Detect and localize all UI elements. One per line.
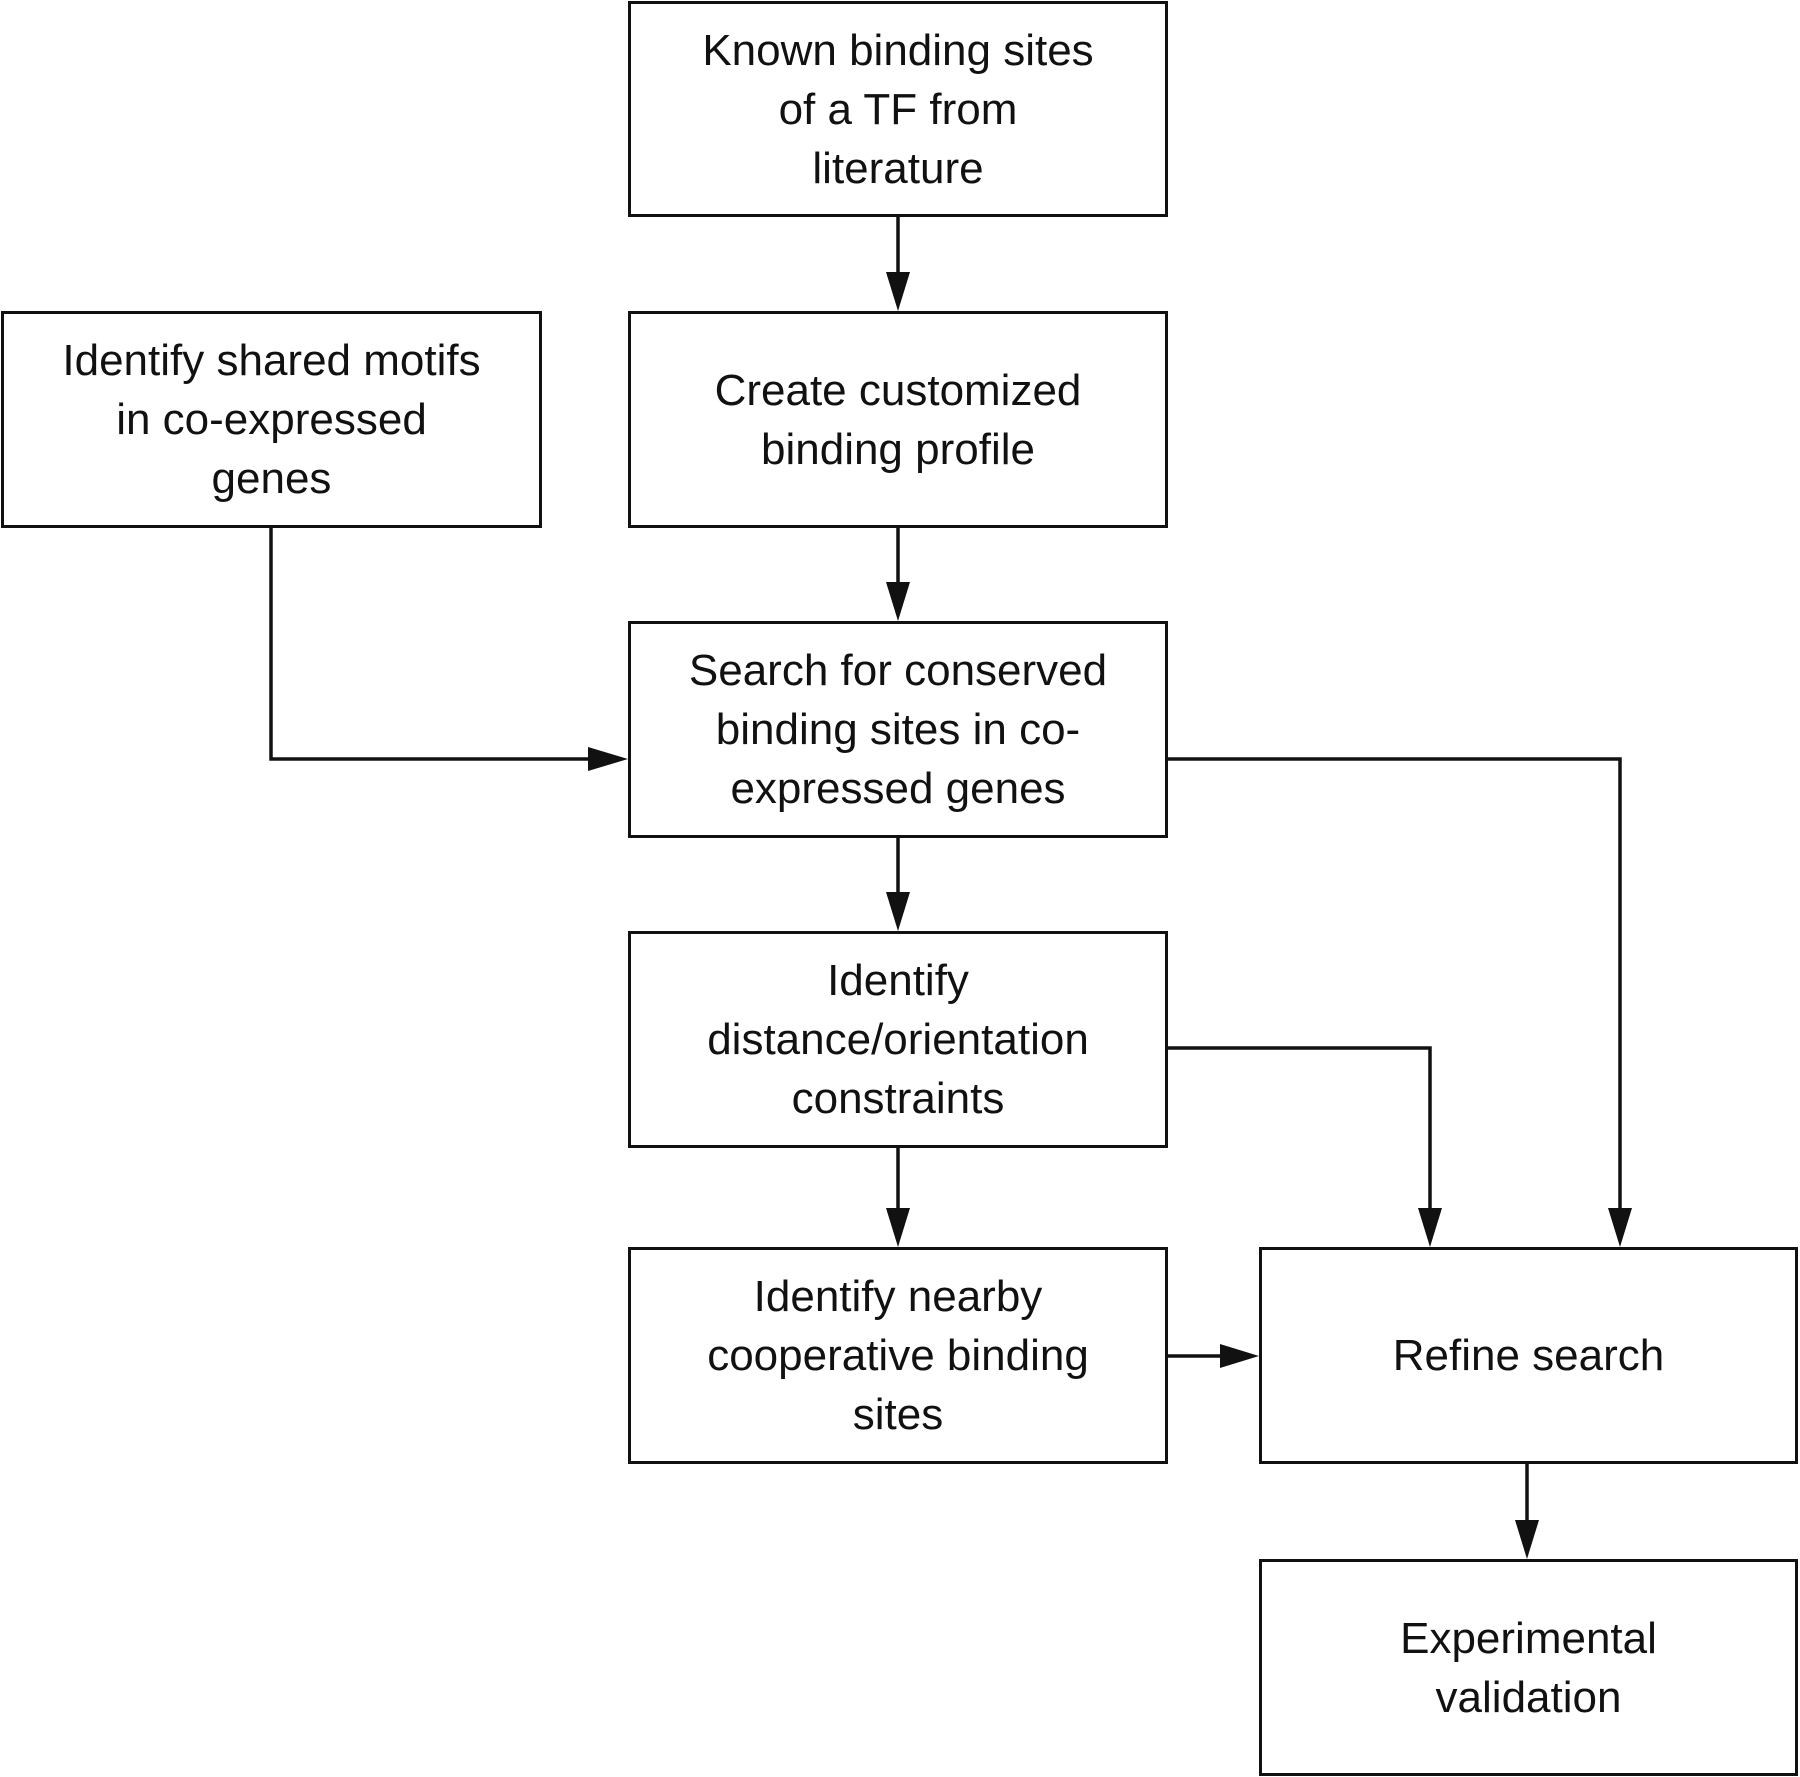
node-label: Refine search xyxy=(1392,1331,1665,1380)
node-known-binding-sites: Known binding sites of a TF from literat… xyxy=(628,1,1168,217)
arrow-nearby-to-refine xyxy=(1168,1344,1259,1368)
arrow-known-to-profile xyxy=(886,217,910,311)
node-label: Create customized binding profile xyxy=(714,365,1082,474)
node-label: Search for conserved binding sites in co… xyxy=(688,646,1108,813)
node-label: Identify nearby cooperative binding site… xyxy=(707,1272,1089,1439)
node-identify-shared-motifs: Identify shared motifs in co-expressed g… xyxy=(1,311,542,528)
node-search-conserved-sites: Search for conserved binding sites in co… xyxy=(628,621,1168,838)
node-label: Identify shared motifs in co-expressed g… xyxy=(62,336,481,503)
arrow-distance-to-nearby xyxy=(886,1148,910,1247)
node-label: Known binding sites of a TF from literat… xyxy=(702,25,1094,193)
arrow-search-to-refine xyxy=(1168,757,1632,1247)
arrow-profile-to-search xyxy=(886,528,910,621)
node-refine-search: Refine search xyxy=(1259,1247,1798,1464)
arrow-distance-to-refine xyxy=(1168,1046,1442,1247)
node-label: Experimental validation xyxy=(1400,1613,1657,1722)
node-experimental-validation: Experimental validation xyxy=(1259,1559,1798,1776)
node-nearby-cooperative-sites: Identify nearby cooperative binding site… xyxy=(628,1247,1168,1464)
arrow-search-to-distance xyxy=(886,838,910,931)
arrow-motifs-to-search xyxy=(269,528,628,771)
arrow-refine-to-validation xyxy=(1515,1464,1539,1559)
node-create-binding-profile: Create customized binding profile xyxy=(628,311,1168,528)
node-label: Identify distance/orientation constraint… xyxy=(707,956,1089,1123)
node-distance-orientation: Identify distance/orientation constraint… xyxy=(628,931,1168,1148)
